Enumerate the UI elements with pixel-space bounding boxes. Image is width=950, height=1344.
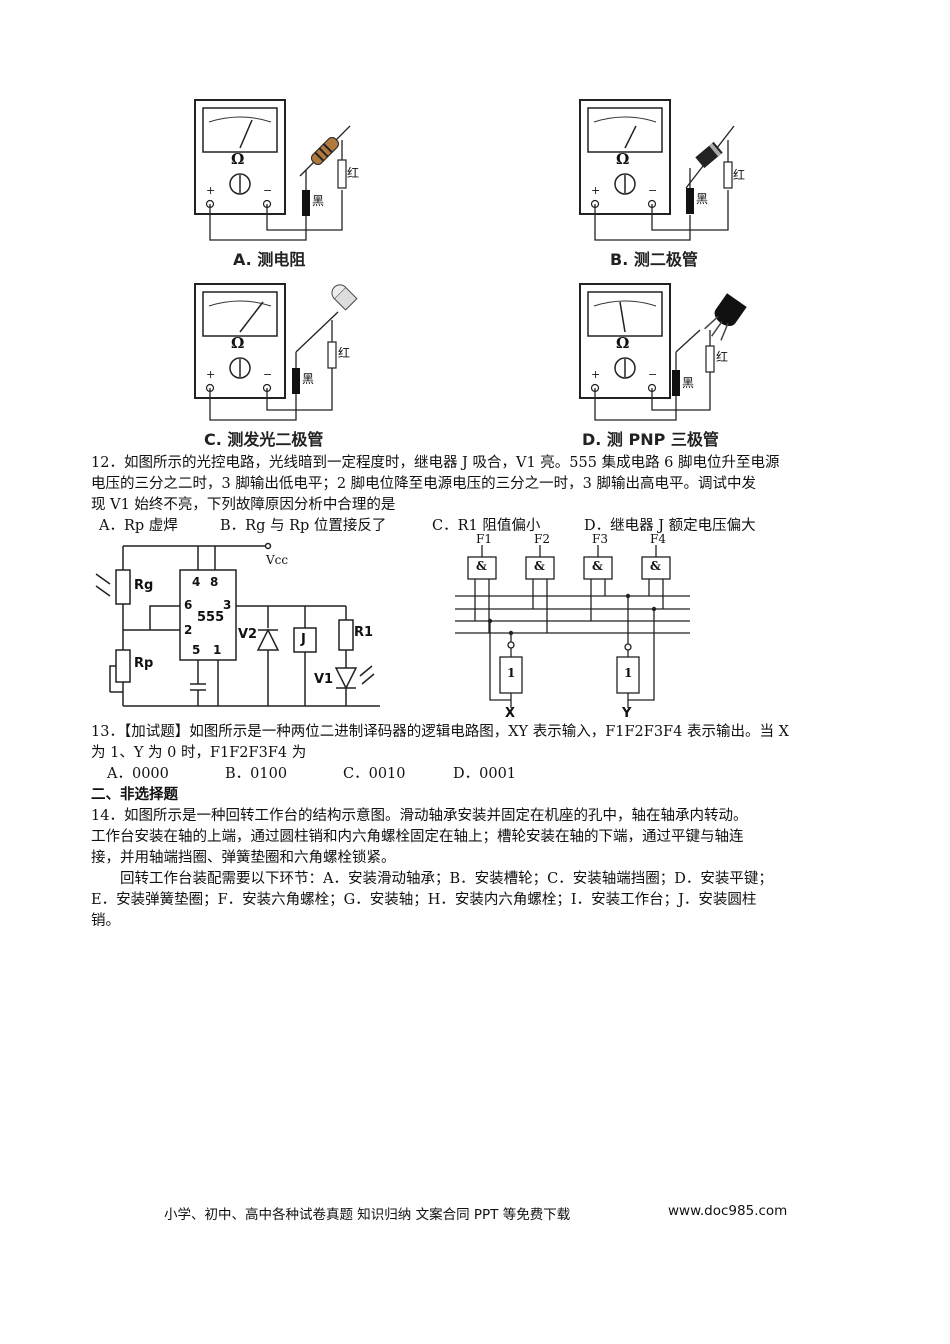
- caption-a: A. 测电阻: [233, 250, 306, 269]
- meter-d-minus: −: [648, 368, 658, 381]
- q14-line-2: 工作台安装在轴的上端，通过圆柱销和内六角螺栓固定在轴上；槽轮安装在轴的下端，通过…: [91, 829, 744, 845]
- meter-b: [579, 99, 671, 215]
- rp-label: Rp: [134, 656, 154, 671]
- footer-link[interactable]: www.doc985.com: [668, 1203, 788, 1219]
- q12-line-2: 电压的三分之二时，3 脚输出低电平；2 脚电位降至电源电压的三分之一时，3 脚输…: [91, 476, 756, 492]
- red-probe-d: [705, 345, 715, 373]
- q14-line-1: 14．如图所示是一种回转工作台的结构示意图。滑动轴承安装并固定在机座的孔中，轴在…: [91, 808, 748, 824]
- q12-line-1: 12．如图所示的光控电路，光线暗到一定程度时，继电器 J 吸合，V1 亮。555…: [91, 455, 780, 471]
- q12-option-d: D．继电器 J 额定电压偏大: [584, 518, 756, 534]
- meter-c-black-label: 黑: [302, 372, 315, 386]
- decoder-output-f2: F2: [534, 532, 550, 546]
- section-2-title: 二、非选择题: [91, 787, 178, 803]
- pin-8: 8: [210, 575, 219, 589]
- resistor-icon: [311, 137, 339, 165]
- caption-b: B. 测二极管: [610, 250, 698, 269]
- v1-label: V1: [314, 672, 334, 687]
- q13-option-d: D．0001: [453, 766, 517, 782]
- pin-4: 4: [192, 575, 201, 589]
- wiring-b: [594, 125, 735, 241]
- j-label: J: [301, 632, 306, 647]
- pin-2: 2: [184, 623, 193, 637]
- meter-d: [579, 283, 671, 399]
- q14-line-6: 销。: [91, 913, 120, 929]
- and-gate-2-symbol: &: [534, 559, 545, 573]
- meter-a-minus: −: [263, 184, 273, 197]
- caption-c: C. 测发光二极管: [204, 430, 324, 449]
- q14-line-4: 回转工作台装配需要以下环节：A．安装滑动轴承；B．安装槽轮；C．安装轴端挡圈；D…: [91, 871, 773, 887]
- q13-option-c: C．0010: [343, 766, 406, 782]
- and-gate-1-symbol: &: [476, 559, 487, 573]
- pin-5: 5: [192, 643, 201, 657]
- v2-label: V2: [238, 627, 258, 642]
- wiring-c: [209, 311, 339, 421]
- transistor-icon: [704, 293, 747, 341]
- footer-text: 小学、初中、高中各种试卷真题 知识归纳 文案合同 PPT 等免费下载: [164, 1207, 571, 1223]
- pin-6: 6: [184, 598, 193, 612]
- red-probe-a: [337, 159, 347, 189]
- meter-a-ohm: Ω: [231, 150, 245, 168]
- vcc-label: Vcc: [266, 553, 289, 567]
- q13-line-1: 13．【加试题】如图所示是一种两位二进制译码器的逻辑电路图，XY 表示输入，F1…: [91, 724, 789, 740]
- decoder-input-x: X: [505, 706, 516, 721]
- q12-option-b: B．Rg 与 Rp 位置接反了: [220, 518, 387, 534]
- black-probe-a: [302, 190, 310, 216]
- and-gate-3-symbol: &: [592, 559, 603, 573]
- pin-1: 1: [213, 643, 222, 657]
- black-probe-c: [292, 368, 300, 394]
- meter-d-ohm: Ω: [616, 334, 630, 352]
- decoder-output-f1: F1: [476, 532, 492, 546]
- caption-d: D. 测 PNP 三极管: [582, 430, 719, 449]
- chip-label: 555: [197, 610, 225, 625]
- led-icon: [331, 284, 358, 311]
- decoder-diagram: [455, 545, 690, 708]
- black-probe-d: [672, 370, 680, 396]
- pin-3: 3: [223, 598, 232, 612]
- meter-a-plus: +: [206, 184, 216, 197]
- q13-option-b: B．0100: [225, 766, 288, 782]
- q12-option-c: C．R1 阻值偏小: [432, 518, 541, 534]
- diode-icon: [695, 141, 723, 169]
- decoder-input-y: Y: [622, 706, 632, 721]
- meter-c-red-label: 红: [338, 346, 351, 360]
- red-probe-b: [723, 161, 733, 189]
- meter-b-red-label: 红: [733, 168, 746, 182]
- q14-line-3: 接，并用轴端挡圈、弹簧垫圈和六角螺栓锁紧。: [91, 850, 396, 866]
- rg-label: Rg: [134, 578, 154, 593]
- q12-option-a: A．Rp 虚焊: [99, 518, 178, 534]
- r1-label: R1: [354, 625, 374, 640]
- meter-c-minus: −: [263, 368, 273, 381]
- circuit-555-diagram: [95, 542, 380, 707]
- meter-d-plus: +: [591, 368, 601, 381]
- meter-a: [194, 99, 286, 215]
- meter-b-ohm: Ω: [616, 150, 630, 168]
- q13-line-2: 为 1、Y 为 0 时，F1F2F3F4 为: [91, 745, 307, 761]
- meter-b-black-label: 黑: [696, 192, 709, 206]
- meter-c-ohm: Ω: [231, 334, 245, 352]
- meter-b-plus: +: [591, 184, 601, 197]
- red-probe-c: [327, 341, 337, 369]
- meter-a-black-label: 黑: [312, 194, 325, 208]
- not-gate-x-symbol: 1: [507, 666, 516, 680]
- multimeter-figures: [194, 99, 747, 421]
- q14-line-5: E．安装弹簧垫圈；F．安装六角螺栓；G．安装轴；H．安装内六角螺栓；I．安装工作…: [91, 892, 757, 908]
- q13-option-a: A．0000: [107, 766, 169, 782]
- meter-c-plus: +: [206, 368, 216, 381]
- not-gate-y-symbol: 1: [624, 666, 633, 680]
- meter-d-black-label: 黑: [682, 376, 695, 390]
- meter-c: [194, 283, 286, 399]
- meter-a-red-label: 红: [347, 166, 360, 180]
- q12-line-3: 现 V1 始终不亮，下列故障原因分析中合理的是: [91, 497, 396, 513]
- meter-b-minus: −: [648, 184, 658, 197]
- decoder-output-f4: F4: [650, 532, 666, 546]
- black-probe-b: [686, 188, 694, 214]
- decoder-output-f3: F3: [592, 532, 608, 546]
- meter-d-red-label: 红: [716, 350, 729, 364]
- wiring-d: [594, 329, 711, 421]
- and-gate-4-symbol: &: [650, 559, 661, 573]
